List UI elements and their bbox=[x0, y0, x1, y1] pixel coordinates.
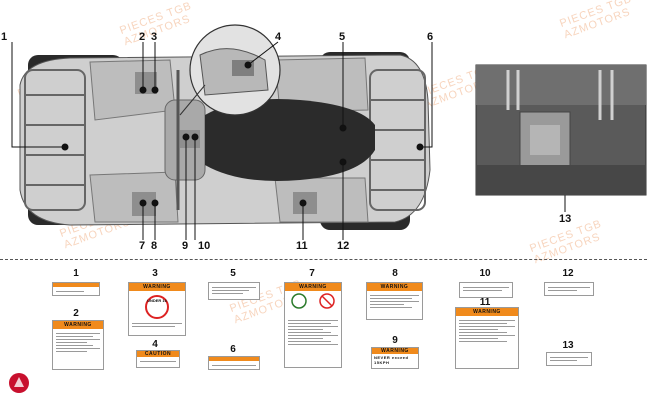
callout-9: 9 bbox=[182, 240, 188, 252]
label-number: 3 bbox=[152, 268, 158, 279]
callout-2: 2 bbox=[139, 31, 145, 43]
section-divider bbox=[0, 259, 647, 260]
label-number: 12 bbox=[562, 268, 574, 279]
label-12-sticker bbox=[544, 282, 594, 296]
label-7-sticker: WARNING bbox=[284, 282, 342, 368]
callout-13: 13 bbox=[559, 213, 571, 225]
zoom-detail-circle bbox=[179, 24, 281, 116]
label-6-sticker bbox=[208, 356, 260, 370]
label-number: 13 bbox=[562, 340, 574, 351]
callout-4: 4 bbox=[275, 31, 282, 43]
label-1-sticker bbox=[52, 282, 100, 296]
callout-10: 10 bbox=[198, 240, 210, 252]
label-number: 9 bbox=[392, 335, 398, 346]
label-number: 5 bbox=[230, 268, 236, 279]
label-2-sticker: WARNING bbox=[52, 320, 104, 370]
label-number: 11 bbox=[479, 297, 491, 308]
callout-3: 3 bbox=[151, 31, 157, 43]
label-5-sticker bbox=[208, 282, 260, 300]
callout-12: 12 bbox=[337, 240, 349, 252]
label-number: 6 bbox=[230, 344, 236, 355]
callout-8: 8 bbox=[151, 240, 157, 252]
label-number: 8 bbox=[392, 268, 398, 279]
label-10-sticker bbox=[459, 282, 513, 298]
callout-1: 1 bbox=[1, 31, 7, 43]
atv-top-view-drawing: 1 2 3 4 5 6 7 8 9 10 11 12 13 bbox=[1, 24, 647, 252]
callout-7: 7 bbox=[139, 240, 145, 252]
label-number: 10 bbox=[479, 268, 491, 279]
label-4-sticker: CAUTION bbox=[136, 350, 180, 368]
under-16-badge: UNDER 16 bbox=[145, 295, 169, 319]
label-number: 1 bbox=[73, 268, 79, 279]
label-3-sticker: WARNING UNDER 16 bbox=[128, 282, 186, 336]
label-13-sticker bbox=[546, 352, 592, 366]
label-9-sticker: WARNING NEVER exceed 15KPH bbox=[371, 347, 419, 369]
no-passenger-icon bbox=[291, 293, 335, 309]
label-8-sticker: WARNING bbox=[366, 282, 423, 320]
callout-6: 6 bbox=[427, 31, 433, 43]
suspension-detail-photo bbox=[475, 64, 647, 196]
brand-logo-icon bbox=[9, 373, 29, 393]
label-number: 2 bbox=[73, 308, 79, 319]
label-number: 7 bbox=[309, 268, 315, 279]
atv-body bbox=[19, 52, 431, 230]
label-number: 4 bbox=[152, 339, 158, 350]
label-11-sticker: WARNING bbox=[455, 307, 519, 369]
callout-11: 11 bbox=[296, 240, 308, 252]
callout-5: 5 bbox=[339, 31, 345, 43]
